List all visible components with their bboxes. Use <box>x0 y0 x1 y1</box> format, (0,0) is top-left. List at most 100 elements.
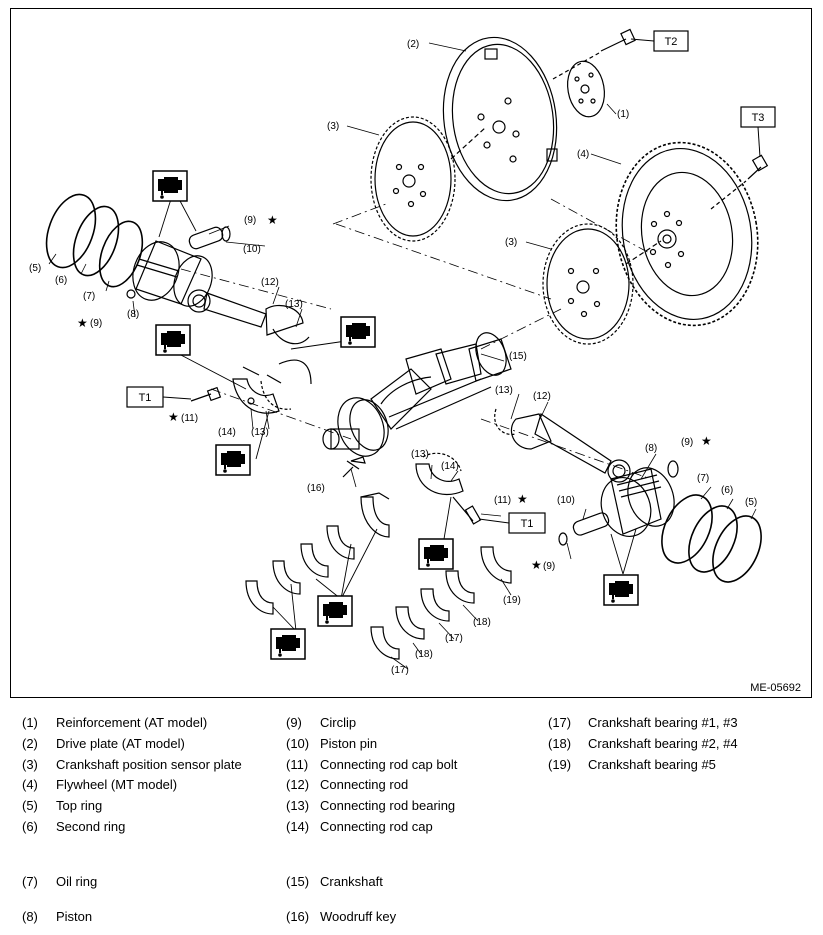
legend-item: (12)Connecting rod <box>286 777 409 792</box>
callout-18: (18) <box>415 649 433 660</box>
centerlines <box>180 198 652 480</box>
star-mark: ★ <box>77 316 88 330</box>
crank-bearings-lower <box>370 546 512 660</box>
crank-bearings-upper <box>245 492 390 615</box>
drive-plate <box>442 36 558 202</box>
oil-application-icon <box>340 316 376 348</box>
callout-16: (16) <box>307 483 325 494</box>
woodruff-key <box>342 456 366 478</box>
callout-4: (4) <box>577 149 589 160</box>
torque-label-t1: T1 <box>521 518 534 530</box>
callout-13: (13) <box>495 385 513 396</box>
oil-pointer-lines <box>158 198 637 632</box>
oil-application-icon <box>317 595 353 627</box>
torque-box-t1-left: T1 <box>126 386 192 408</box>
callout-14: (14) <box>218 427 236 438</box>
callout-11: (11) <box>181 413 198 424</box>
exploded-view-diagram: T2 T3 T1 T1 (2) (1) (3) (4) (3) (9) ★ (1… <box>29 28 776 676</box>
star-mark: ★ <box>517 492 528 506</box>
callout-11: (11) <box>494 495 511 506</box>
star-mark: ★ <box>267 213 278 227</box>
callout-18: (18) <box>473 617 491 628</box>
torque-label-t2: T2 <box>665 36 678 48</box>
callout-13: (13) <box>411 449 429 460</box>
callout-17: (17) <box>445 633 463 644</box>
callout-13: (13) <box>285 299 303 310</box>
callout-7: (7) <box>697 473 709 484</box>
legend-item: (1)Reinforcement (AT model) <box>22 715 208 730</box>
oil-application-icon <box>603 574 639 606</box>
legend-item: (17)Crankshaft bearing #1, #3 <box>548 715 738 730</box>
legend-item: (16)Woodruff key <box>286 909 397 924</box>
callout-7: (7) <box>83 291 95 302</box>
legend-item: (13)Connecting rod bearing <box>286 798 456 813</box>
bolt-t1-left <box>190 386 222 402</box>
piston-pin-right <box>558 512 610 546</box>
oil-application-icon <box>215 444 251 476</box>
connecting-rod-left <box>187 289 310 345</box>
callout-9: (9) <box>681 437 693 448</box>
callout-1: (1) <box>617 109 629 120</box>
callout-3: (3) <box>505 237 517 248</box>
callout-9: (9) <box>244 215 256 226</box>
callout-8: (8) <box>645 443 657 454</box>
callout-17: (17) <box>391 665 409 676</box>
star-mark: ★ <box>531 558 542 572</box>
crankshaft <box>322 332 512 470</box>
bolt-t1-right <box>464 505 482 525</box>
sensor-plate-lower <box>542 223 662 345</box>
torque-label-t1: T1 <box>139 392 152 404</box>
torque-label-t3: T3 <box>752 112 765 124</box>
callout-12: (12) <box>533 391 551 402</box>
callout-12: (12) <box>261 277 279 288</box>
legend-item: (15)Crankshaft <box>286 874 383 889</box>
callout-10: (10) <box>557 495 575 506</box>
leader-lines <box>48 42 757 670</box>
piston-left <box>126 240 213 307</box>
callout-5: (5) <box>29 263 41 274</box>
torque-box-t1-right: T1 <box>478 512 546 534</box>
legend-item: (5)Top ring <box>22 798 103 813</box>
legend-item: (7)Oil ring <box>22 874 98 889</box>
oil-application-icon <box>152 170 188 202</box>
star-mark: ★ <box>701 434 712 448</box>
rod-cap-left <box>232 359 312 414</box>
piston-rings-left <box>45 193 144 288</box>
figure-code: ME-05692 <box>750 682 801 694</box>
callout-19: (19) <box>503 595 521 606</box>
reinforcement <box>567 60 605 118</box>
star-mark: ★ <box>168 410 179 424</box>
callout-13: (13) <box>251 427 269 438</box>
oil-application-icon <box>418 538 454 570</box>
diagram-frame: T2 T3 T1 T1 (2) (1) (3) (4) (3) (9) ★ (1… <box>10 8 812 698</box>
legend-item: (19)Crankshaft bearing #5 <box>548 757 716 772</box>
flywheel <box>615 141 759 327</box>
callout-6: (6) <box>721 485 733 496</box>
callout-15: (15) <box>509 351 527 362</box>
legend-item: (11)Connecting rod cap bolt <box>286 757 458 772</box>
bolt-t2 <box>552 28 636 80</box>
callout-2: (2) <box>407 39 419 50</box>
bolt-t3 <box>710 154 769 210</box>
piston-pin-left <box>188 226 231 250</box>
callout-3: (3) <box>327 121 339 132</box>
connecting-rod-right <box>494 408 631 483</box>
piston-right <box>600 467 675 537</box>
legend-item: (6)Second ring <box>22 819 126 834</box>
sensor-plate-upper <box>370 116 487 242</box>
callout-5: (5) <box>745 497 757 508</box>
callout-6: (6) <box>55 275 67 286</box>
circlip-right-upper <box>667 460 679 478</box>
callout-10: (10) <box>243 244 261 255</box>
legend-item: (9)Circlip <box>286 715 357 730</box>
legend-item: (4)Flywheel (MT model) <box>22 777 178 792</box>
oil-application-icon <box>155 324 191 356</box>
callout-9: (9) <box>90 318 102 329</box>
legend-item: (10)Piston pin <box>286 736 378 751</box>
legend-item: (3)Crankshaft position sensor plate <box>22 757 242 772</box>
callout-14: (14) <box>441 461 459 472</box>
torque-box-t3: T3 <box>740 106 776 158</box>
callout-8: (8) <box>127 309 139 320</box>
legend-item: (2)Drive plate (AT model) <box>22 736 185 751</box>
legend-item: (8)Piston <box>22 909 93 924</box>
